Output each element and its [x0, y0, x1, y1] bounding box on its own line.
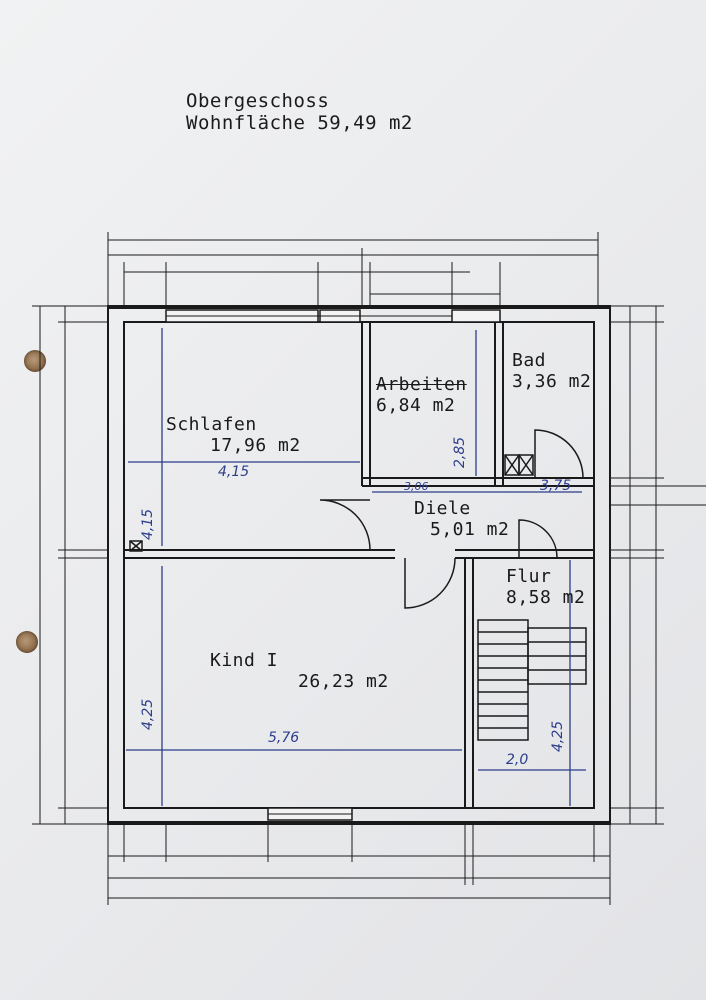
- dim-diele-small: 3,06: [404, 480, 429, 493]
- chimney-boxes: [129, 454, 534, 552]
- dimension-lines-left: [32, 305, 108, 825]
- dim-flur-height: 4,25: [550, 720, 566, 752]
- dim-schlafen-height: 4,15: [140, 508, 156, 540]
- dimension-lines-top: [107, 232, 599, 306]
- room-kind-name: Kind I: [210, 650, 279, 671]
- pen-measure-lines: [126, 328, 586, 806]
- room-bad-name: Bad: [512, 350, 547, 371]
- room-bad: Bad 3,36 m2: [512, 350, 591, 392]
- room-flur-area: 8,58 m2: [506, 587, 586, 608]
- dim-kind-width: 5,76: [268, 730, 300, 746]
- room-schlafen-name: Schlafen: [166, 414, 257, 435]
- title-block: Obergeschoss Wohnfläche 59,49 m2: [186, 90, 413, 134]
- dim-kind-height: 4,25: [140, 698, 156, 730]
- room-diele-name: Diele: [414, 498, 471, 519]
- room-flur: Flur 8,58 m2: [506, 566, 585, 608]
- room-flur-name: Flur: [506, 566, 552, 587]
- staircase: [477, 619, 587, 741]
- wall-fills: [108, 306, 610, 824]
- room-arbeiten-area: 6,84 m2: [376, 395, 456, 416]
- dim-diele-width: 3,75: [540, 478, 572, 494]
- room-arbeiten: Arbeiten 6,84 m2: [376, 374, 467, 416]
- punch-hole-bottom: [16, 631, 38, 653]
- room-diele-area: 5,01 m2: [430, 519, 510, 540]
- room-schlafen: Schlafen 17,96 m2: [166, 414, 301, 456]
- dimension-lines-bottom: [107, 824, 611, 905]
- room-bad-area: 3,36 m2: [512, 371, 592, 392]
- interior-walls: [124, 322, 594, 808]
- window-lines: [166, 315, 452, 815]
- windows: [165, 309, 501, 821]
- floor-title: Obergeschoss: [186, 90, 330, 112]
- dimension-lines-right: [610, 305, 706, 825]
- room-diele: Diele 5,01 m2: [414, 498, 509, 540]
- dim-flur-width: 2,0: [506, 752, 529, 768]
- living-area: Wohnfläche 59,49 m2: [186, 112, 413, 134]
- dim-schlafen-width: 4,15: [218, 464, 250, 480]
- room-kind: Kind I 26,23 m2: [210, 650, 389, 692]
- room-schlafen-area: 17,96 m2: [210, 435, 301, 456]
- dim-arbeiten-height: 2,85: [452, 436, 468, 468]
- door-swings: [319, 429, 584, 609]
- room-arbeiten-name: Arbeiten: [376, 374, 467, 395]
- room-kind-area: 26,23 m2: [298, 671, 389, 692]
